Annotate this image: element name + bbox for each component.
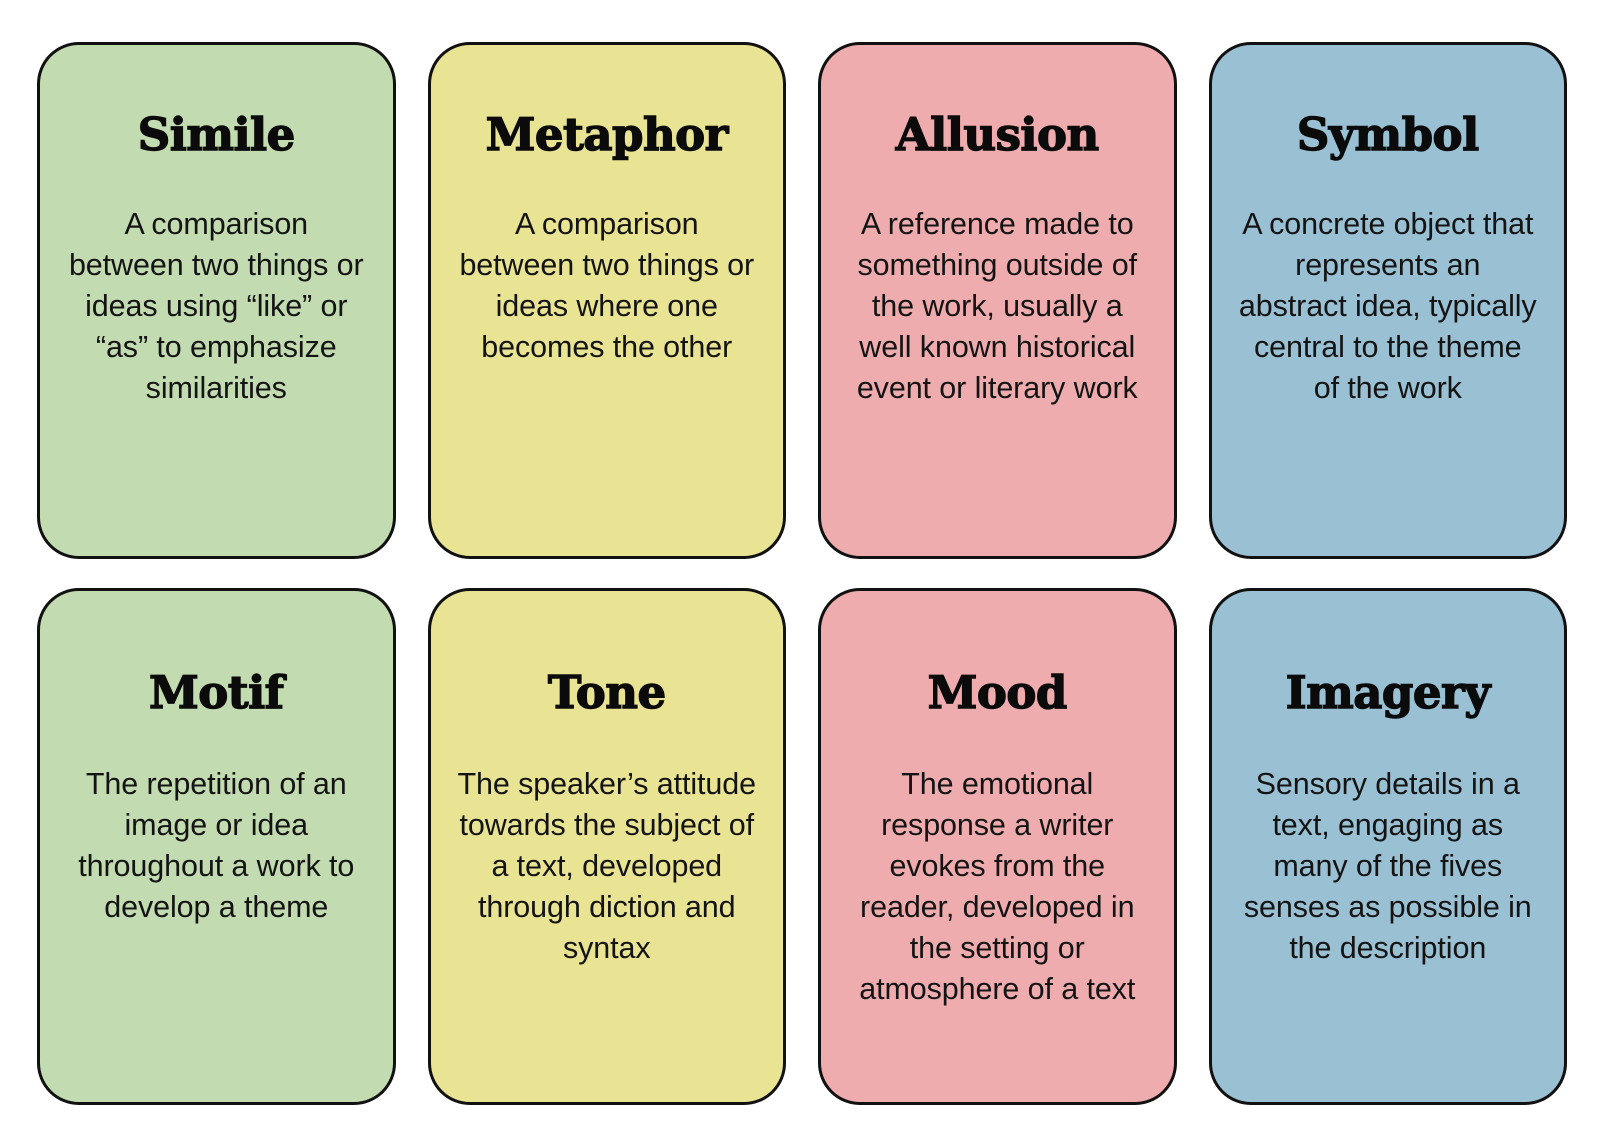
card-metaphor[interactable]: Metaphor A comparison between two things… (427, 42, 786, 559)
card-definition: A reference made to something outside of… (856, 207, 1138, 405)
card-imagery[interactable]: Imagery Sensory details in a text, engag… (1208, 588, 1567, 1105)
card-title: Mood (927, 666, 1068, 719)
card-simile[interactable]: Simile A comparison between two things o… (37, 42, 396, 559)
card-definition: Sensory details in a text, engaging as m… (1243, 767, 1532, 965)
card-title: Symbol (1296, 108, 1480, 161)
card-symbol[interactable]: Symbol A concrete object that represents… (1208, 42, 1567, 559)
card-tone[interactable]: Tone The speaker’s attitude towards the … (427, 588, 786, 1105)
card-motif[interactable]: Motif The repetition of an image or idea… (37, 588, 396, 1105)
card-title: Simile (137, 108, 296, 161)
card-definition: A concrete object that represents an abs… (1238, 207, 1537, 405)
card-definition: A comparison between two things or ideas… (68, 207, 364, 405)
card-definition: The repetition of an image or idea throu… (78, 767, 355, 924)
card-definition: A comparison between two things or ideas… (459, 207, 755, 364)
card-title: Tone (547, 666, 667, 719)
card-title: Allusion (895, 108, 1100, 161)
card-title: Motif (148, 666, 284, 719)
card-title: Imagery (1285, 666, 1491, 719)
card-mood[interactable]: Mood The emotional response a writer evo… (818, 588, 1177, 1105)
card-definition: The emotional response a writer evokes f… (859, 767, 1136, 1006)
card-title: Metaphor (485, 108, 729, 161)
card-definition: The speaker’s attitude towards the subje… (457, 767, 757, 965)
card-allusion[interactable]: Allusion A reference made to something o… (818, 42, 1177, 559)
